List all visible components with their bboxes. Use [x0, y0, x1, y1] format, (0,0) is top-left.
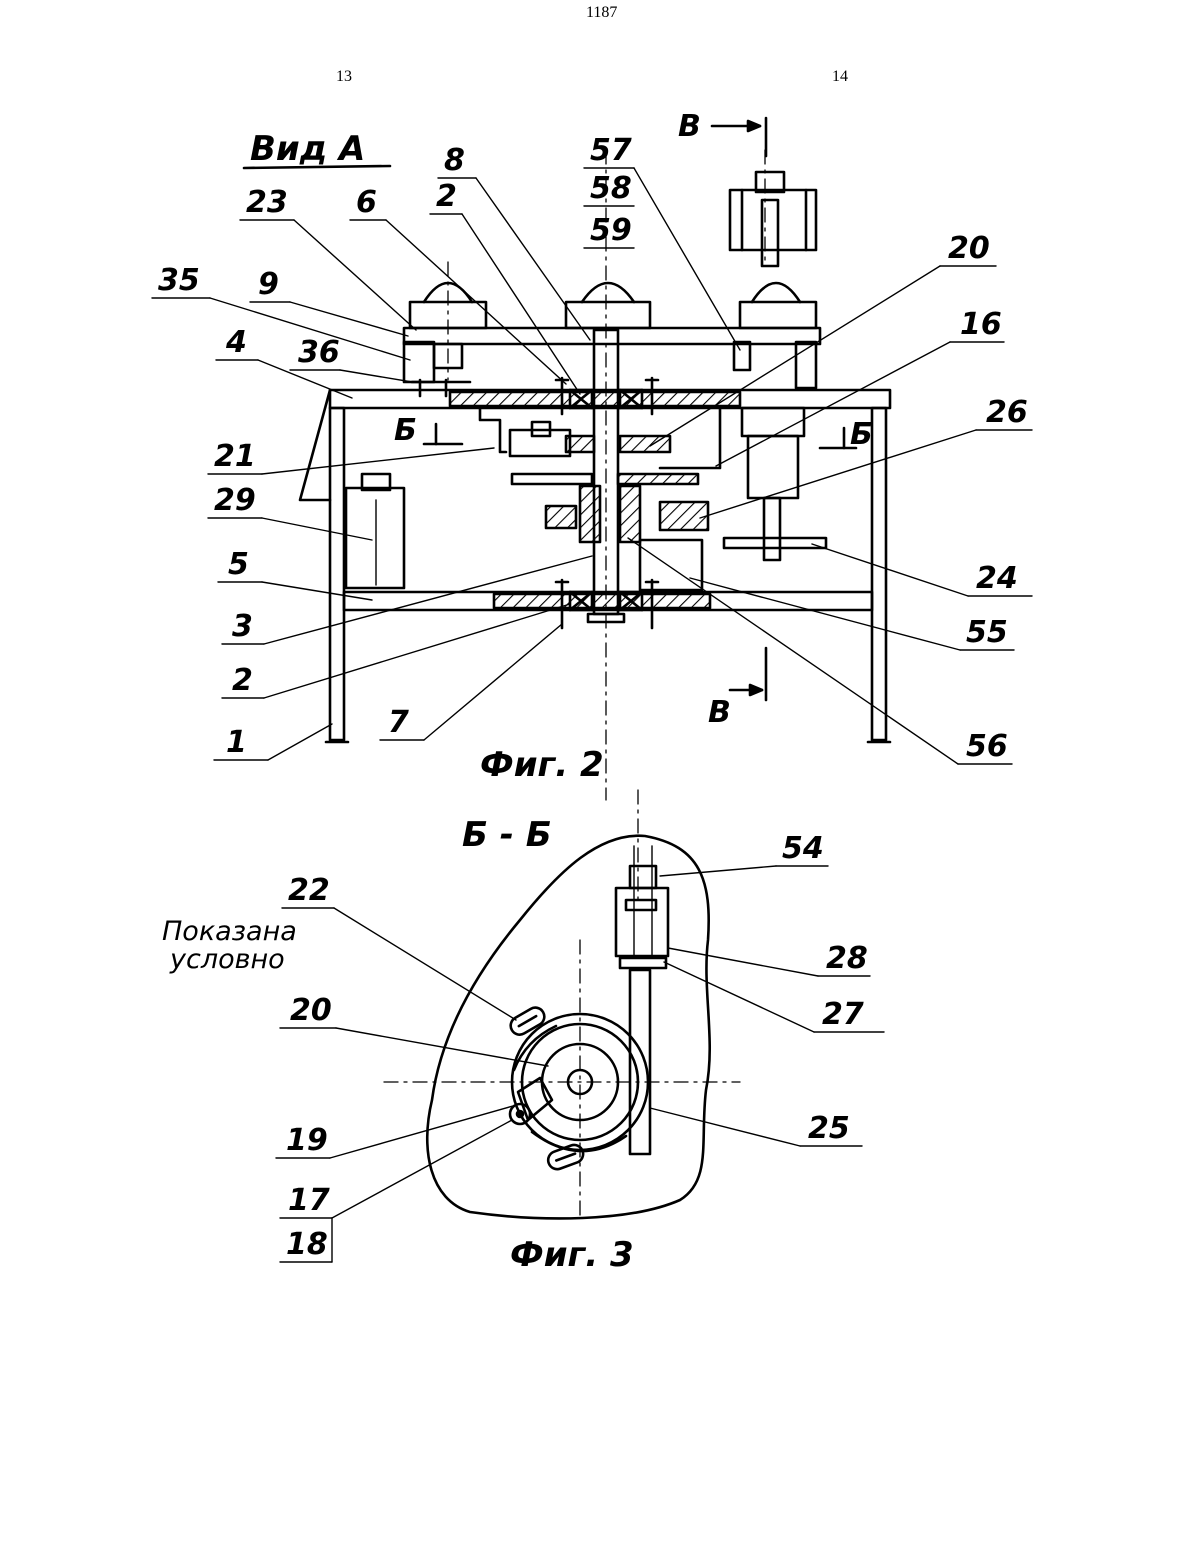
cut-mark-bottom: В [708, 695, 731, 730]
bracket-21 [480, 408, 506, 452]
pin-57 [734, 342, 750, 370]
head-center-dome [582, 283, 634, 302]
cam-plate-right [618, 474, 698, 484]
bottom-plate-section [494, 594, 710, 608]
fig3-section-title: Б - Б [462, 815, 552, 855]
label-29: 29 [214, 483, 256, 518]
figure-2: Вид А В В [244, 109, 890, 800]
roller-axle [517, 1111, 523, 1117]
fig3-label-20: 20 [290, 993, 332, 1028]
label-6: 6 [356, 185, 377, 220]
fig3-caption: Фиг. 3 [510, 1235, 634, 1275]
label-8: 8 [444, 143, 465, 178]
hub-right [620, 486, 640, 542]
gear-drive [510, 430, 570, 456]
label-20: 20 [948, 231, 990, 266]
fig2-view-title: Вид А [250, 129, 365, 169]
label-56: 56 [966, 729, 1008, 764]
head-right-base [740, 302, 816, 328]
spindle-shaft [764, 498, 780, 560]
fig3-label-28: 28 [826, 941, 868, 976]
fixture-left [404, 342, 434, 382]
label-58: 58 [590, 171, 632, 206]
label-57: 57 [590, 133, 632, 168]
label-2-bottom: 2 [232, 663, 253, 698]
fig3-label-18: 18 [286, 1227, 328, 1262]
cut-arrowhead-top [748, 121, 760, 131]
note-line-1: Показана [162, 916, 297, 947]
label-23: 23 [246, 185, 288, 220]
label-7: 7 [388, 705, 409, 740]
label-35: 35 [158, 263, 200, 298]
motor-body [346, 488, 404, 588]
fig3-label-22: 22 [288, 873, 330, 908]
label-3: 3 [232, 609, 253, 644]
label-5: 5 [228, 547, 249, 582]
hub-left [580, 486, 600, 542]
gear-hub [566, 436, 594, 452]
fig2-labels: 35 23 6 8 2 57 58 59 9 36 4 21 2 [152, 133, 1032, 785]
section-mark-left: Б [394, 413, 417, 448]
note-line-2: условно [169, 944, 285, 975]
label-16: 16 [960, 307, 1002, 342]
spindle-bearing [742, 408, 804, 436]
label-36: 36 [298, 335, 340, 370]
label-26: 26 [986, 395, 1028, 430]
label-1: 1 [226, 725, 247, 760]
label-2-top: 2 [436, 179, 457, 214]
label-55: 55 [966, 615, 1008, 650]
figure-3: Б - Б [384, 790, 740, 1220]
fig2-caption: Фиг. 2 [480, 745, 604, 785]
spindle-disk [724, 538, 826, 548]
left-guard [300, 390, 330, 500]
fig3-label-27: 27 [822, 997, 864, 1032]
cam-plate [512, 474, 592, 484]
right-leg [872, 408, 886, 740]
washer-27 [620, 958, 666, 968]
head-right-dome [752, 283, 800, 302]
roller-26 [660, 502, 708, 530]
label-9: 9 [258, 267, 279, 302]
label-24: 24 [976, 561, 1018, 596]
label-59: 59 [590, 213, 632, 248]
cut-mark-top: В [678, 109, 701, 144]
label-21: 21 [214, 439, 256, 474]
fig3-label-19: 19 [286, 1123, 328, 1158]
fig3-label-17: 17 [288, 1183, 330, 1218]
cut-arrowhead-bottom [750, 685, 762, 695]
fig3-label-25: 25 [808, 1111, 850, 1146]
fig3-label-54: 54 [782, 831, 824, 866]
block-28 [616, 888, 668, 956]
left-leg [330, 408, 344, 740]
label-4: 4 [225, 325, 247, 360]
roller-left [546, 506, 576, 528]
